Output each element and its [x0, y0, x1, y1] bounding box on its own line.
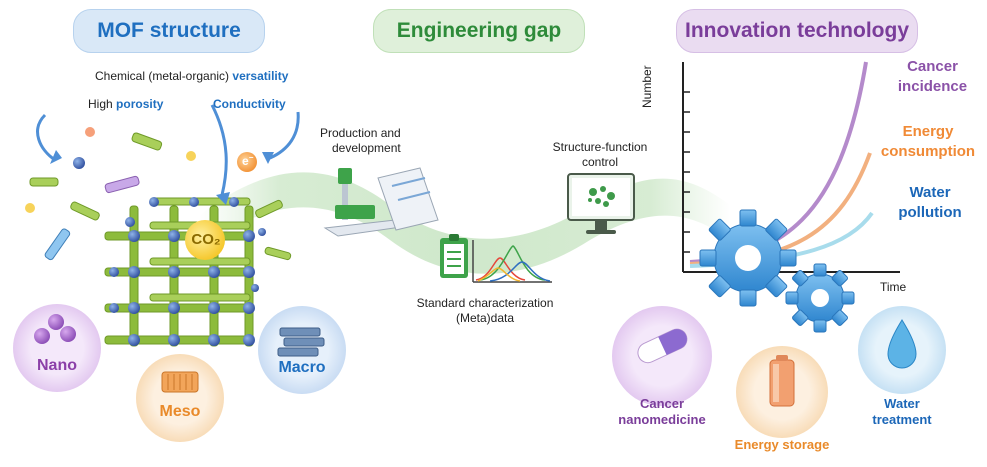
gear-small-icon: [785, 263, 855, 333]
meso-label: Meso: [159, 403, 201, 420]
porosity-prefix: High: [88, 97, 113, 111]
porosity-label: High porosity: [88, 97, 163, 111]
innovation-technology-title: Innovation technology: [676, 9, 918, 53]
water-treatment-label: Water treatment: [852, 396, 952, 428]
cancer-line-2: incidence: [897, 78, 968, 95]
capsule-icon: [637, 328, 688, 364]
cancer-incidence-label: Cancer incidence: [885, 57, 980, 97]
water-pollution-label: Water pollution: [885, 183, 975, 223]
clipboard-icon: [440, 234, 468, 278]
conductivity-label: Conductivity: [213, 97, 286, 111]
versatility-label: Chemical (metal-organic) versatility: [95, 69, 288, 83]
nano-label: Nano: [37, 357, 77, 374]
battery-icon: [769, 355, 795, 407]
property-arrows: [36, 104, 300, 196]
production-icon: [323, 167, 439, 237]
versatility-keyword: versatility: [232, 69, 289, 83]
versatility-prefix: Chemical (metal-organic): [95, 69, 230, 83]
electron-symbol: e: [242, 154, 249, 168]
mof-structure-title: MOF structure: [73, 9, 265, 53]
electron-icon: [237, 152, 257, 172]
floating-linkers: [25, 127, 292, 292]
standard-characterization-label: Standard characterization (Meta)data: [390, 296, 580, 326]
production-label: Production and development: [320, 126, 401, 156]
structure-function-label: Structure-function control: [540, 140, 660, 170]
trend-chart: [682, 61, 900, 273]
x-axis-label: Time: [880, 280, 907, 294]
metadata-line: (Meta)data: [455, 311, 515, 325]
water-app-line-2: treatment: [872, 412, 932, 427]
energy-line-2: consumption: [880, 143, 976, 160]
water-app-line-1: Water: [884, 396, 920, 411]
meso-circle: [136, 354, 224, 442]
cancer-app-line-1: Cancer: [639, 396, 685, 411]
mof-framework: [104, 197, 255, 347]
y-axis-label: Number: [640, 65, 654, 108]
co2-label: CO₂: [191, 231, 221, 248]
macro-bars-icon: [277, 327, 325, 357]
production-line-2: development: [332, 141, 401, 155]
cancer-line-1: Cancer: [907, 58, 958, 75]
cancer-nanomedicine-label: Cancer nanomedicine: [606, 396, 718, 428]
water-drop-icon: [887, 319, 917, 369]
nano-circle: [13, 304, 101, 392]
engineering-gap-title: Engineering gap: [373, 9, 585, 53]
nano-spheres-icon: [34, 314, 76, 344]
energy-consumption-label: Energy consumption: [873, 122, 983, 162]
water-line-2: pollution: [898, 204, 962, 221]
porosity-keyword: porosity: [116, 97, 164, 111]
spectrum-peaks-icon: [472, 240, 552, 283]
electron-label: e−: [242, 153, 253, 168]
production-line-1: Production and: [320, 126, 401, 140]
macro-label: Macro: [278, 359, 326, 376]
cancer-app-line-2: nanomedicine: [618, 412, 706, 427]
meso-block-icon: [161, 371, 199, 393]
structure-line-1: Structure-function: [552, 140, 648, 154]
structure-line-2: control: [581, 155, 619, 169]
standard-line: Standard characterization: [416, 296, 554, 310]
engineering-wave: [200, 172, 730, 274]
electron-charge: −: [248, 153, 254, 162]
energy-storage-label: Energy storage: [734, 437, 830, 452]
gear-large-icon: [699, 209, 797, 307]
co2-molecule: [185, 220, 225, 260]
energy-line-1: Energy: [902, 123, 954, 140]
water-line-1: Water: [909, 184, 951, 201]
computer-monitor-icon: [567, 173, 635, 234]
